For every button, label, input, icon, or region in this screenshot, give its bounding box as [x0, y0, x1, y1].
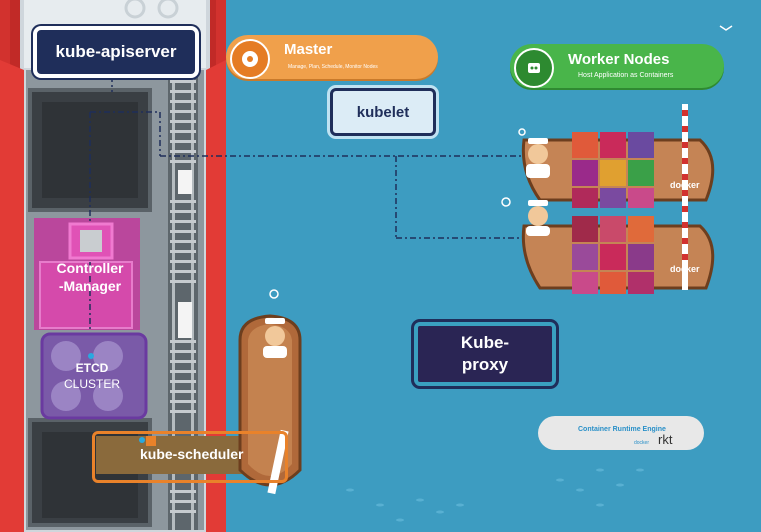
- etcd-subtitle: CLUSTER: [63, 377, 120, 391]
- docker-logo: docker: [634, 440, 650, 446]
- container-runtime-title: Container Runtime Engine: [578, 426, 666, 433]
- fish-school: [346, 468, 644, 522]
- captain-figures: [263, 138, 550, 358]
- kube-scheduler-box: [92, 431, 288, 483]
- kubelet-label: kubelet: [356, 103, 410, 121]
- kube-proxy-label-line2: proxy: [461, 355, 509, 374]
- worker-ship-top: [521, 104, 715, 216]
- kube-apiserver-label: kube-apiserver: [55, 42, 177, 61]
- controller-manager-line1: Controller: [56, 260, 124, 276]
- controller-manager-line2: -Manager: [58, 278, 122, 294]
- kubelet-box: kubelet: [330, 88, 436, 136]
- rkt-logo: rkt: [658, 432, 673, 447]
- master-subtitle: Manage, Plan, Schedule, Monitor Nodes: [288, 64, 378, 70]
- seagull-icon: [719, 25, 733, 31]
- docker-logo-top: docker: [670, 180, 700, 190]
- worker-nodes-title: Worker Nodes: [568, 51, 670, 68]
- worker-nodes-subtitle: Host Application as Containers: [578, 72, 674, 79]
- master-title: Master: [284, 41, 333, 58]
- controller-manager-label: Controller -Manager: [50, 259, 130, 295]
- master-banner: Master Manage, Plan, Schedule, Monitor N…: [226, 35, 438, 79]
- kube-apiserver-box: kube-apiserver: [33, 26, 199, 78]
- robot-icon: [514, 48, 554, 88]
- worker-ship-bottom: [521, 200, 715, 294]
- master-ship: [0, 0, 282, 532]
- brain-icon: [230, 39, 270, 79]
- etcd-cluster-label: ETCD CLUSTER: [52, 360, 132, 392]
- container-runtime-engine-badge: Container Runtime Engine docker rkt: [538, 416, 704, 450]
- kube-scheduler-label: kube-scheduler: [140, 446, 244, 462]
- etcd-title: ETCD: [75, 361, 109, 375]
- worker-nodes-banner: Worker Nodes Host Application as Contain…: [510, 44, 724, 88]
- kube-proxy-label-line1: Kube-: [460, 333, 510, 352]
- kube-proxy-box: Kube- proxy: [414, 322, 556, 386]
- docker-logo-bottom: docker: [670, 264, 700, 274]
